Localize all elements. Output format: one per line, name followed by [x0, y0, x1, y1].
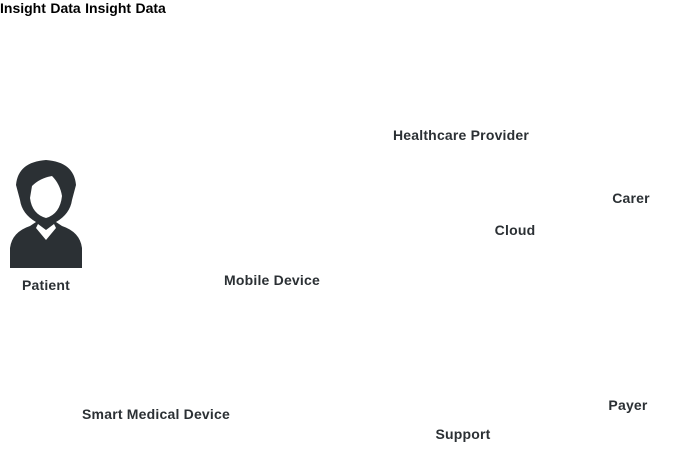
insight-arrow-left: Insight	[0, 0, 50, 17]
patient-icon	[10, 160, 82, 268]
smart-medical-device-label: Smart Medical Device	[82, 406, 230, 422]
payer-label: Payer	[608, 397, 648, 413]
insight-label-right: Insight	[85, 0, 132, 16]
patient-label: Patient	[21, 277, 71, 293]
data-label-left: Data	[50, 0, 81, 16]
cloud-label: Cloud	[494, 222, 536, 238]
insight-label-left: Insight	[0, 0, 46, 16]
data-arrow-right: Data	[136, 0, 166, 17]
data-label-right: Data	[135, 0, 166, 16]
insight-arrow-right: Insight	[85, 0, 135, 17]
support-label: Support	[435, 426, 491, 442]
healthcare-provider-label: Healthcare Provider	[392, 127, 530, 143]
mobile-device-label: Mobile Device	[224, 272, 320, 288]
data-arrow-left: Data	[50, 0, 85, 17]
carer-label: Carer	[612, 190, 650, 206]
